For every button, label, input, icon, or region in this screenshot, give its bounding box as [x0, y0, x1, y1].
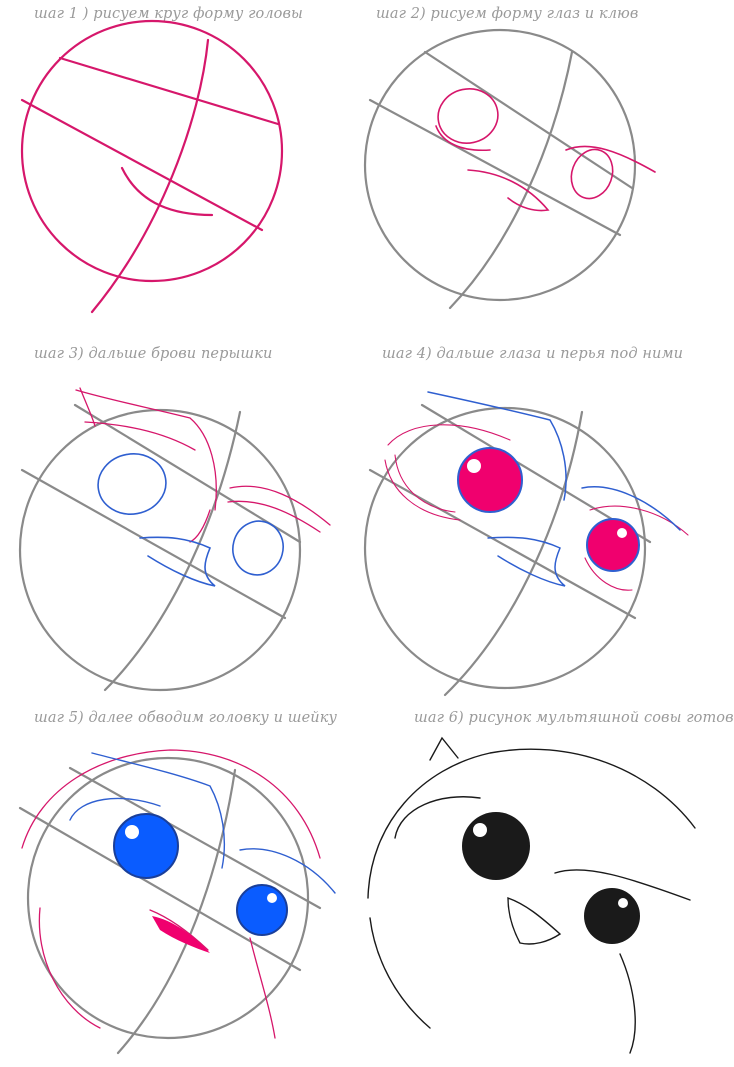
step-6-drawing [367, 736, 696, 1054]
right-iris [236, 884, 288, 936]
guide-line-upper [58, 56, 280, 126]
right-eye-brow [565, 145, 656, 173]
left-ear-tuft [429, 736, 459, 761]
head-circle [26, 756, 310, 1040]
step-1-label: шаг 1 ) рисуем круг форму головы [34, 6, 303, 22]
guide-line-vertical [443, 410, 584, 697]
right-brow [229, 485, 331, 526]
guide-line-vertical [90, 38, 210, 314]
head-circle [18, 408, 302, 692]
guide-line-upper [73, 403, 302, 544]
step-4-drawing [363, 391, 689, 697]
left-iris [457, 447, 523, 513]
right-eye-highlight [617, 528, 627, 538]
head-outline [367, 748, 696, 899]
guide-line-vertical [116, 768, 237, 1055]
guide-line-vertical [103, 410, 242, 692]
guide-line-upper [423, 50, 634, 190]
guide-line-upper [68, 766, 322, 910]
neck-outline-right [619, 953, 636, 1054]
neck-outline-left [369, 917, 431, 1029]
left-eye-feathers [387, 424, 511, 446]
left-eye-lid [435, 125, 491, 152]
guide-line-lower [20, 468, 287, 620]
left-eye-highlight [467, 459, 481, 473]
right-eye-shape [232, 520, 284, 576]
beak-outline [149, 909, 209, 951]
step-3-drawing [18, 387, 331, 692]
beak-curve [120, 166, 214, 217]
step-3-label: шаг 3) дальше брови перышки [34, 346, 273, 362]
right-pupil [584, 888, 640, 944]
left-eye-highlight [125, 825, 139, 839]
guide-line-lower [20, 98, 264, 232]
step-6-label: шаг 6) рисунок мультяшной совы готов [414, 710, 734, 726]
beak-shape [487, 536, 566, 587]
right-eye-highlight [267, 893, 277, 903]
head-circle [20, 19, 284, 283]
left-eye-shape [97, 453, 167, 515]
right-eye-shape [570, 148, 614, 200]
left-eye-highlight [473, 823, 487, 837]
step-4-label: шаг 4) дальше глаза и перья под ними [382, 346, 684, 362]
step-5-drawing [18, 749, 336, 1055]
step-5-label: шаг 5) далее обводим головку и шейку [34, 710, 337, 726]
right-eye-feathers [589, 505, 689, 536]
right-iris [586, 518, 640, 572]
head-circle [363, 406, 647, 690]
guide-line-lower [368, 98, 622, 237]
right-brow [239, 848, 336, 894]
neck-outline-left [38, 907, 101, 1029]
left-iris [113, 813, 179, 879]
left-eye-shape [437, 88, 499, 144]
beak-shape [139, 536, 216, 587]
head-outline [21, 749, 321, 859]
left-eye-feathers [69, 797, 161, 821]
left-brow [394, 796, 481, 839]
beak [507, 897, 562, 945]
step-2-label: шаг 2) рисуем форму глаз и клюв [376, 6, 639, 22]
right-brow [554, 869, 691, 901]
left-brow [91, 752, 226, 869]
beak-fill [152, 916, 210, 953]
left-brow [75, 389, 217, 511]
guide-line-lower [18, 806, 302, 972]
step-2-drawing [363, 28, 656, 310]
step-1-drawing [20, 19, 284, 314]
right-eye-highlight [618, 898, 628, 908]
beak-shape [467, 169, 550, 212]
guide-line-vertical [448, 50, 574, 310]
neck-outline-right [249, 937, 276, 1039]
right-brow [581, 486, 681, 531]
left-pupil [462, 812, 530, 880]
left-brow [427, 391, 567, 501]
head-circle [363, 28, 637, 302]
